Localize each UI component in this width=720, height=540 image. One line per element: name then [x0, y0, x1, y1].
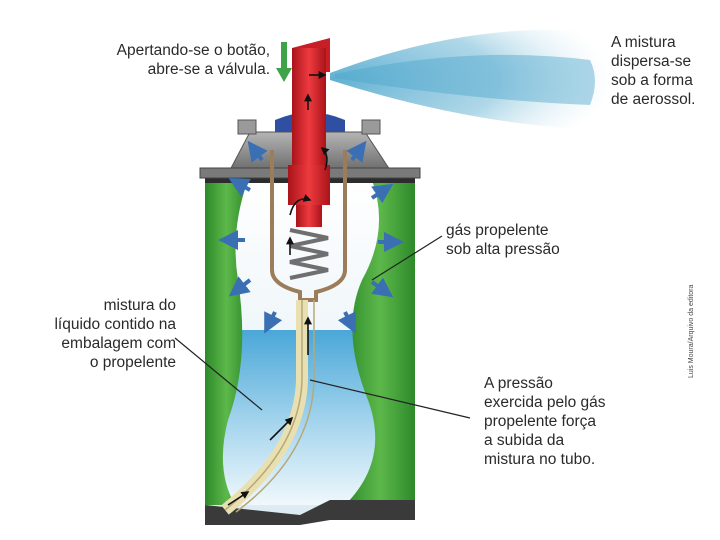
push-button-arrow — [276, 42, 292, 82]
label-line: propelente força — [484, 412, 606, 431]
label-line: dispersa-se — [611, 52, 695, 71]
label-line: mistura do — [20, 296, 176, 315]
label-line: exercida pelo gás — [484, 393, 606, 412]
label-line: o propelente — [20, 353, 176, 372]
label-line: sob a forma — [611, 71, 695, 90]
aerosol-spray — [330, 30, 613, 130]
label-line: de aerossol. — [611, 90, 695, 109]
label-line: abre-se a válvula. — [80, 60, 270, 79]
label-aerosol: A mistura dispersa-se sob a forma de aer… — [611, 33, 695, 109]
can-body — [205, 175, 415, 525]
label-button-pressed: Apertando-se o botão, abre-se a válvula. — [80, 41, 270, 79]
label-line: sob alta pressão — [446, 240, 560, 259]
label-liquid-mixture: mistura do líquido contido na embalagem … — [20, 296, 176, 372]
label-line: A mistura — [611, 33, 695, 52]
image-credit: Luis Moura/Arquivo da editora — [686, 238, 698, 378]
label-line: mistura no tubo. — [484, 450, 606, 469]
label-line: Apertando-se o botão, — [80, 41, 270, 60]
label-line: líquido contido na — [20, 315, 176, 334]
label-pressure: A pressão exercida pelo gás propelente f… — [484, 374, 606, 469]
label-line: gás propelente — [446, 221, 560, 240]
label-propellant-gas: gás propelente sob alta pressão — [446, 221, 560, 259]
label-line: A pressão — [484, 374, 606, 393]
label-line: embalagem com — [20, 334, 176, 353]
label-line: a subida da — [484, 431, 606, 450]
